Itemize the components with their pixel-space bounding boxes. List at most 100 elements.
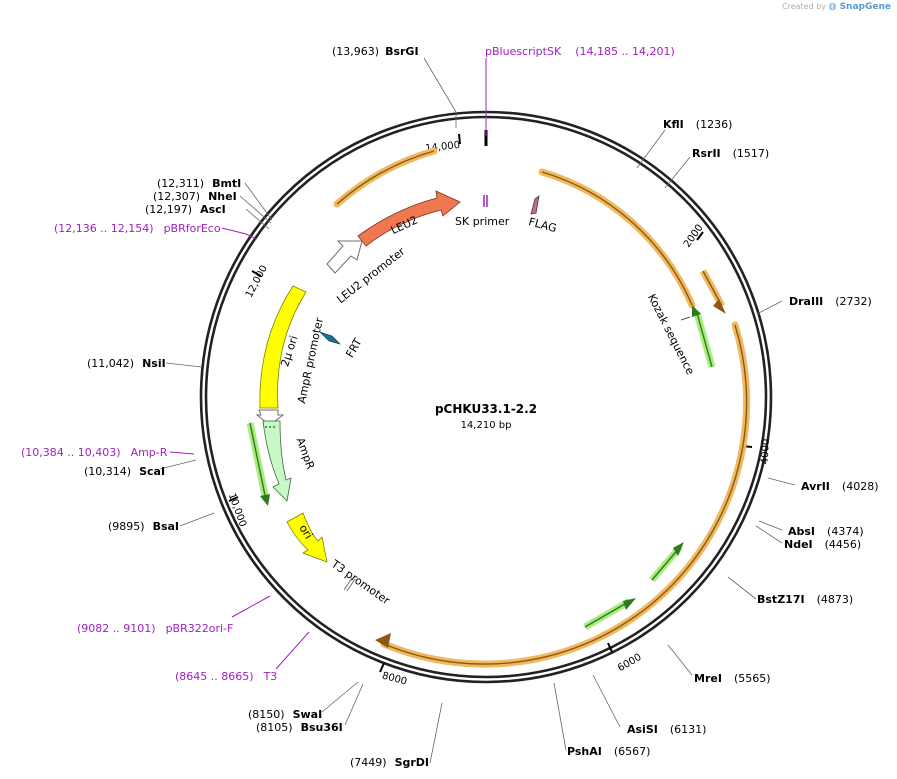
primer-pbluescriptsk: pBluescriptSK(14,185 .. 14,201): [485, 45, 675, 58]
site-bstz17i: BstZ17I(4873): [757, 593, 853, 606]
site-sgrdi: (7449)SgrDI: [350, 756, 429, 769]
tick-12000: [251, 270, 262, 277]
site-nhei: (12,307)NheI: [153, 190, 237, 203]
tick-label-12000: 12,000: [244, 264, 270, 300]
leader-sgrdi: [429, 702, 443, 764]
green-arrow-lower-1: [651, 546, 681, 581]
t3-promoter-mark-2: [346, 578, 356, 592]
site-rsrii: RsrII(1517): [692, 147, 769, 160]
ori-label: ori: [296, 522, 315, 541]
leu2-promoter-arrow: [326, 240, 363, 274]
site-scai: (10,314)ScaI: [84, 465, 165, 478]
orange-arrowhead-bottom: [375, 633, 391, 648]
primer-pbr322ori-f: (9082 .. 9101)pBR322ori-F: [77, 622, 233, 635]
leader-absi: [758, 520, 783, 531]
green-arrow-lower-2: [584, 600, 631, 628]
t3-promoter-label: T3 promoter: [328, 557, 393, 608]
primer-pbrforeco: (12,136 .. 12,154)pBRforEco: [54, 222, 221, 235]
green-arrowhead-lower-1: [673, 542, 684, 556]
leader-ndei: [755, 525, 783, 544]
green-arrowhead-kozak: [692, 305, 701, 317]
t3-promoter-mark-1: [343, 577, 353, 591]
orange-arrowhead-right: [713, 299, 726, 314]
flag-feature: [530, 195, 540, 215]
frt-label: FRT: [343, 336, 364, 360]
site-asci: (12,197)AscI: [145, 203, 226, 216]
sk-primer-label: SK primer: [455, 215, 510, 228]
plasmid-length: 14,210 bp: [461, 420, 512, 431]
site-mrei: MreI(5565): [694, 672, 771, 685]
leader-asisi: [592, 674, 621, 728]
flag-label: FLAG: [527, 215, 558, 235]
site-avrii: AvrII(4028): [801, 480, 878, 493]
tick-marks: [228, 133, 753, 673]
site-pshai: PshAI(6567): [567, 745, 650, 758]
tick-6000: [607, 642, 613, 653]
tick-10000: [228, 496, 239, 502]
site-asisi: AsiSI(6131): [627, 723, 706, 736]
backbone-inner-strand: [204, 115, 768, 679]
restriction-sites: (13,963)BsrGI KflI(1236) RsrII(1517) Dra…: [84, 45, 878, 769]
primer-leader-lines: [169, 58, 487, 670]
tick-8000: [379, 662, 385, 673]
leader-bsai: [179, 512, 215, 527]
site-bsai: (9895)BsaI: [108, 520, 179, 533]
leader-pbr322ori-f: [231, 595, 271, 618]
site-ndei: NdeI(4456): [784, 538, 861, 551]
leader-scai: [159, 459, 197, 470]
primer-amp-r: (10,384 .. 10,403)Amp-R: [21, 446, 168, 459]
leader-amp-r: [169, 451, 195, 455]
site-bsu36i: (8105)Bsu36I: [256, 721, 343, 734]
ampr-label: AmpR: [294, 436, 318, 472]
tick-label-6000: 6000: [616, 652, 644, 674]
backbone-outer-strand: [199, 110, 773, 684]
leader-draiii: [756, 300, 783, 315]
orange-features: [333, 147, 751, 668]
leader-asci: [245, 208, 270, 230]
plasmid-name: pCHKU33.1-2.2: [435, 402, 537, 416]
leader-t3: [275, 631, 310, 670]
primer-sites: pBluescriptSK(14,185 .. 14,201) (12,136 …: [21, 45, 675, 683]
leader-bsu36i: [344, 683, 364, 726]
leader-bstz17i: [727, 576, 757, 600]
leu2-feature: [357, 190, 461, 247]
orange-arc-bottom: [380, 321, 751, 668]
ori-feature: [286, 512, 328, 563]
site-kfli: KflI(1236): [663, 118, 732, 131]
site-swai: (8150)SwaI: [248, 708, 322, 721]
tick-label-8000: 8000: [381, 671, 408, 688]
leader-kfli: [636, 129, 666, 169]
orange-arc-bottom-core: [383, 324, 748, 665]
leader-pshai: [553, 682, 567, 751]
green-arrow-kozak: [696, 312, 713, 368]
leader-rsrii: [664, 156, 691, 189]
kozak-mark: [680, 316, 691, 321]
leader-swai: [321, 681, 359, 713]
frt-feature: [319, 331, 342, 345]
site-nsii: (11,042)NsiI: [87, 357, 166, 370]
tick-14000: [458, 133, 461, 145]
ampr-feature: [262, 420, 292, 502]
leader-nhei: [239, 195, 272, 224]
tick-label-4000: 4000: [760, 439, 772, 465]
leader-bsrgi: [423, 57, 457, 128]
leader-nsii: [165, 362, 203, 368]
leader-avrii: [767, 477, 796, 486]
ampr-promoter-label: AmpR promoter: [295, 316, 326, 405]
ampr-promoter-arrow: [255, 409, 285, 426]
orange-arc-right-core: [541, 171, 693, 306]
green-arrowhead-left: [260, 494, 270, 506]
green-arrowhead-lower-2: [623, 598, 636, 610]
green-features: [246, 305, 716, 631]
green-arrow-left: [249, 422, 267, 501]
site-absi: AbsI(4374): [788, 525, 864, 538]
leader-bmti: [244, 182, 273, 221]
snapgene-credit: Created by ◍ SnapGene: [782, 2, 891, 12]
orange-arc-right: [538, 168, 696, 309]
credit-brand: SnapGene: [839, 2, 891, 12]
leader-mrei: [667, 644, 693, 676]
orange-arc-top: [333, 147, 438, 208]
credit-prefix: Created by: [782, 2, 827, 11]
leader-pbrforeco: [221, 227, 258, 240]
